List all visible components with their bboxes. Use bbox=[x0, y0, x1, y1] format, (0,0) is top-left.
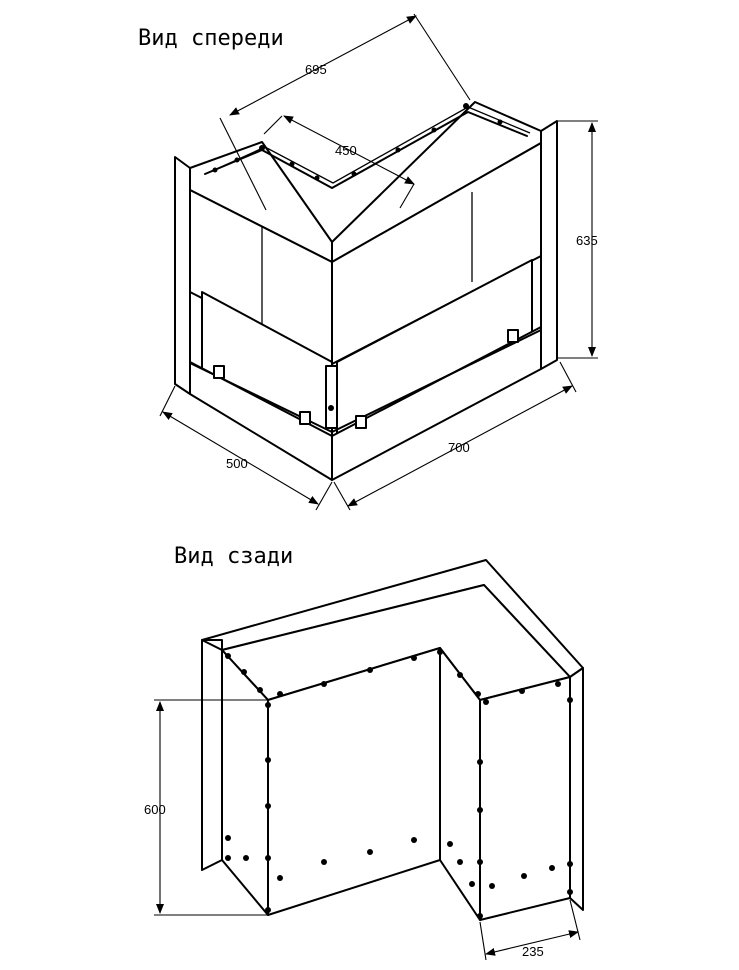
bolt bbox=[395, 147, 401, 153]
dimension-label-450: 450 bbox=[335, 143, 357, 158]
dimension-line bbox=[283, 115, 415, 185]
bolt bbox=[265, 855, 271, 861]
extension-line bbox=[333, 481, 351, 511]
dimension-label-700: 700 bbox=[448, 440, 470, 455]
dimension-label-235: 235 bbox=[522, 944, 544, 959]
top-right-rim bbox=[331, 101, 542, 263]
front-view-title: Вид спереди bbox=[138, 26, 284, 51]
extension-line bbox=[399, 183, 415, 209]
bolt bbox=[367, 849, 373, 855]
bolt bbox=[475, 691, 481, 697]
corner-post bbox=[325, 365, 338, 429]
dimension-line bbox=[162, 411, 319, 505]
bolt bbox=[519, 688, 525, 694]
bolt bbox=[437, 649, 443, 655]
bolt bbox=[265, 702, 271, 708]
dimension-line bbox=[347, 385, 573, 507]
front-view: Вид спереди bbox=[138, 13, 598, 511]
right-back-panel bbox=[331, 142, 542, 365]
bolt bbox=[351, 171, 357, 177]
bolt bbox=[265, 803, 271, 809]
dimension-235: 235 bbox=[479, 899, 581, 961]
extension-line bbox=[263, 115, 283, 135]
bolt bbox=[457, 672, 463, 678]
bolt bbox=[321, 681, 327, 687]
bolt bbox=[567, 861, 573, 867]
dimension-700: 700 bbox=[333, 361, 577, 511]
bolt bbox=[469, 881, 475, 887]
bolt bbox=[411, 655, 417, 661]
dimension-line bbox=[485, 930, 579, 956]
bolt bbox=[289, 161, 295, 167]
bolts bbox=[225, 649, 573, 919]
right-back-panel bbox=[479, 676, 571, 921]
left-side-wall bbox=[174, 156, 191, 395]
bolt bbox=[477, 759, 483, 765]
extension-line bbox=[159, 385, 176, 417]
dimension-label-635: 635 bbox=[576, 233, 598, 248]
extension-line bbox=[559, 361, 577, 393]
clip bbox=[213, 365, 225, 379]
corner-post-handle bbox=[328, 405, 334, 411]
extension-line bbox=[315, 481, 333, 511]
bolt bbox=[225, 855, 231, 861]
bolt bbox=[259, 145, 265, 151]
bolt bbox=[477, 807, 483, 813]
dimension-450: 450 bbox=[263, 115, 415, 209]
clip bbox=[355, 415, 367, 429]
bolt bbox=[257, 687, 263, 693]
bolt bbox=[431, 127, 437, 133]
extension-line bbox=[413, 13, 471, 101]
bolt bbox=[411, 837, 417, 843]
right-frame-wall bbox=[569, 667, 584, 911]
bolt bbox=[241, 669, 247, 675]
bolt bbox=[225, 835, 231, 841]
bolt bbox=[483, 699, 489, 705]
bolt bbox=[265, 907, 271, 913]
dimension-695: 695 bbox=[219, 13, 471, 211]
bolt bbox=[243, 855, 249, 861]
back-view-title: Вид сзади bbox=[174, 544, 293, 569]
bolt bbox=[463, 103, 469, 109]
bolt bbox=[555, 681, 561, 687]
top-inner-edge bbox=[204, 111, 528, 189]
bolt bbox=[265, 757, 271, 763]
bolt bbox=[497, 119, 503, 125]
dimension-500: 500 bbox=[159, 385, 333, 511]
bolt bbox=[277, 691, 283, 697]
back-fireplace-body bbox=[201, 559, 584, 921]
extension-line bbox=[479, 921, 487, 961]
clip bbox=[299, 411, 311, 425]
bolt bbox=[447, 841, 453, 847]
dimension-label-500: 500 bbox=[226, 456, 248, 471]
bolt bbox=[234, 157, 240, 163]
bolt bbox=[314, 175, 320, 181]
bolt bbox=[549, 865, 555, 871]
extension-line bbox=[219, 117, 267, 211]
bolt bbox=[225, 653, 231, 659]
left-frame-wall bbox=[201, 639, 223, 871]
dimension-label-695: 695 bbox=[305, 62, 327, 77]
dimension-635: 635 bbox=[558, 120, 598, 359]
bolt bbox=[277, 875, 283, 881]
bolt bbox=[567, 889, 573, 895]
bolt bbox=[521, 873, 527, 879]
base-top-edge bbox=[191, 329, 542, 433]
bolt bbox=[489, 883, 495, 889]
dimension-line bbox=[229, 15, 417, 116]
bolt bbox=[457, 859, 463, 865]
bolt bbox=[321, 859, 327, 865]
clip bbox=[507, 329, 519, 343]
bolt bbox=[367, 667, 373, 673]
dimension-label-600: 600 bbox=[144, 802, 166, 817]
bolt bbox=[477, 913, 483, 919]
bolt bbox=[567, 697, 573, 703]
bolt bbox=[477, 859, 483, 865]
right-side-wall bbox=[540, 120, 558, 370]
back-view: Вид сзади bbox=[144, 544, 584, 961]
dimension-600: 600 bbox=[144, 699, 268, 916]
bolt bbox=[212, 167, 218, 173]
